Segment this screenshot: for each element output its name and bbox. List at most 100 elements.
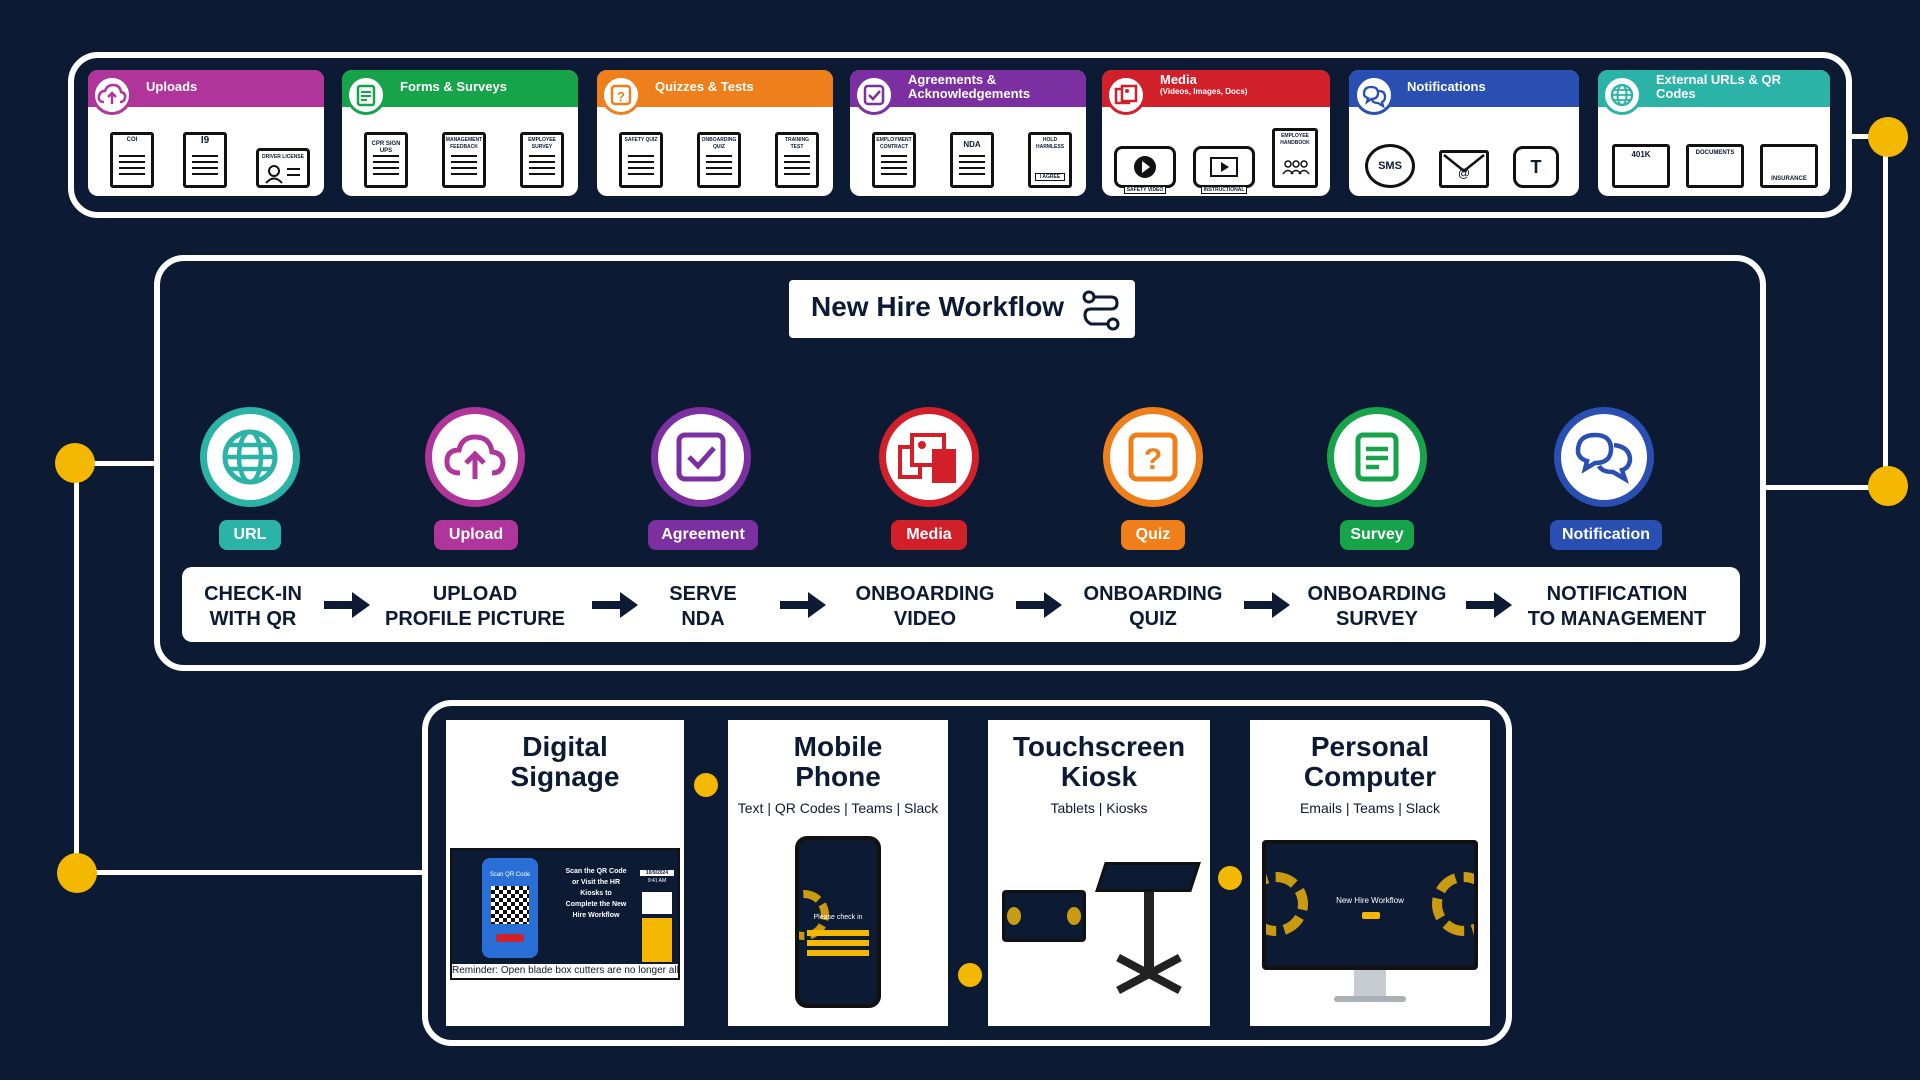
nda-document-icon: NDA [950, 132, 994, 188]
tablet-icon [1002, 890, 1086, 942]
quiz-sheet-icon: SAFETY QUIZ [619, 132, 663, 188]
contract-icon: EMPLOYMENT CONTRACT [872, 132, 916, 188]
document-icon: EMPLOYEE SURVEY [520, 132, 564, 188]
category-title: Forms & Surveys [400, 80, 570, 94]
connector-dot [1868, 466, 1908, 506]
kiosk-icon [1100, 862, 1200, 1002]
arrow-right-icon [592, 592, 638, 618]
cloud-upload-icon [92, 75, 132, 115]
connector-dot [55, 443, 95, 483]
step-agreement-circle[interactable] [651, 407, 751, 507]
quiz-sheet-icon: TRAINING TEST [775, 132, 819, 188]
globe-icon [1602, 75, 1642, 115]
arrow-right-icon [1244, 592, 1290, 618]
step-tag-notification: Notification [1550, 520, 1662, 550]
phone-screen: Please check in [795, 836, 881, 1008]
device-subtitle: Tablets | Kiosks [988, 800, 1210, 816]
category-title: External URLs & QR Codes [1656, 73, 1822, 101]
monitor-chart-icon: 401K [1612, 144, 1670, 188]
step-tag-survey: Survey [1340, 520, 1414, 550]
page-title: New Hire Workflow [811, 291, 1064, 323]
qr-code-icon [491, 886, 529, 924]
monitor-stand [1354, 970, 1386, 998]
workflow-icon [1079, 288, 1123, 332]
id-card-icon: DRIVER LICENSE [256, 148, 310, 188]
step-media-circle[interactable] [879, 407, 979, 507]
step-tag-quiz: Quiz [1121, 520, 1185, 550]
device-subtitle: Text | QR Codes | Teams | Slack [728, 800, 948, 816]
category-title: Agreements & Acknowledgements [908, 73, 1078, 101]
monitor-screen: New Hire Workflow [1262, 840, 1478, 970]
step-tag-media: Media [891, 520, 967, 550]
document-icon: I9 [183, 132, 227, 188]
device-subtitle: Emails | Teams | Slack [1250, 800, 1490, 816]
step-url-circle[interactable] [200, 407, 300, 507]
phone-qr: Scan QR Code [482, 858, 538, 958]
arrow-right-icon [1466, 592, 1512, 618]
connector-left-vertical [74, 461, 79, 873]
arrow-right-icon [324, 592, 370, 618]
signage-message: Scan the QR Code or Visit the HR Kiosks … [564, 866, 628, 921]
video-player-icon: INSTRUCTIONAL [1193, 146, 1255, 188]
form-icon [1349, 429, 1405, 485]
monitor-heading: New Hire Workflow [1266, 896, 1474, 905]
globe-icon [220, 427, 280, 487]
connector-dot [694, 773, 718, 797]
signage-date: 10/9/2024 [640, 870, 674, 876]
question-icon: ? [1125, 429, 1181, 485]
connector-dot [57, 853, 97, 893]
form-icon [346, 75, 386, 115]
category-subtitle: (Videos, Images, Docs) [1160, 87, 1322, 96]
connector-dot [1218, 866, 1242, 890]
step-notification-circle[interactable] [1554, 407, 1654, 507]
device-title: DigitalSignage [446, 732, 684, 792]
signage-ticker: Reminder: Open blade box cutters are no … [452, 964, 678, 978]
media-icon [896, 427, 962, 487]
checkbox-icon [673, 429, 729, 485]
video-icon: SAFETY VIDEO [1114, 146, 1176, 188]
connector-bottom-left [76, 870, 425, 875]
step-upload-circle[interactable] [425, 407, 525, 507]
step-quiz-circle[interactable]: ? [1103, 407, 1203, 507]
monitor-insurance-icon: INSURANCE [1760, 144, 1818, 188]
arrow-right-icon [1016, 592, 1062, 618]
handbook-icon: EMPLOYEE HANDBOOK [1272, 128, 1318, 188]
hold-harmless-icon: HOLD HARMLESS I AGREE [1028, 132, 1072, 188]
category-title: Notifications [1407, 80, 1571, 94]
monitor-documents-icon: DOCUMENTS [1686, 144, 1744, 188]
svg-text:?: ? [617, 89, 625, 104]
step-tag-url: URL [219, 520, 281, 550]
signage-time: 9:41 AM [640, 878, 674, 884]
chat-icon [1573, 429, 1635, 485]
document-icon: COI [110, 132, 154, 188]
arrow-right-icon [780, 592, 826, 618]
category-title: Media (Videos, Images, Docs) [1160, 73, 1322, 96]
cloud-upload-icon [442, 429, 508, 485]
svg-text:?: ? [1144, 443, 1162, 476]
step-survey-circle[interactable] [1327, 407, 1427, 507]
connector-dot [958, 963, 982, 987]
step-tag-upload: Upload [434, 520, 518, 550]
connector-right-vertical [1883, 134, 1888, 490]
phone-heading: Please check in [799, 914, 877, 921]
question-icon: ? [601, 75, 641, 115]
teams-icon: T [1513, 146, 1559, 188]
clipboard-icon: CPR SIGN UPS [364, 132, 408, 188]
sms-icon: SMS [1365, 144, 1415, 188]
checkbox-icon [854, 75, 894, 115]
connector-dot [1868, 117, 1908, 157]
